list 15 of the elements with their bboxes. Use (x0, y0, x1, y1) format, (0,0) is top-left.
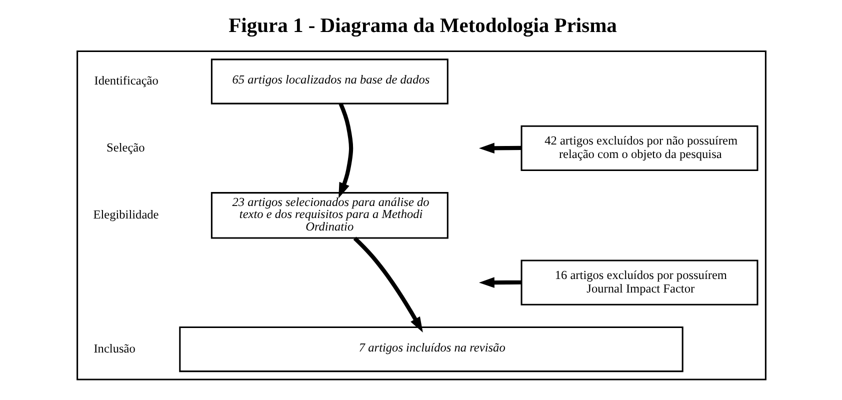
diagram-title: Figura 1 - Diagrama da Metodologia Prisma (228, 14, 616, 37)
arrow (478, 277, 521, 288)
arrow (338, 102, 353, 198)
label: Elegibilidade (92, 208, 158, 222)
label: Identificação (94, 74, 158, 88)
node-box: 42 artigos excluídos por não possuírem relação com o objeto da pesquisa (520, 125, 758, 172)
node-box: 7 artigos incluídos na revisão (178, 326, 683, 372)
arrow (478, 142, 521, 154)
cluster (76, 50, 766, 380)
node-box: 16 artigos excluídos por possuírem Journal Impact Factor (520, 260, 758, 306)
label: Seleção (106, 140, 144, 154)
label: Inclusão (93, 341, 135, 356)
arrow (352, 236, 422, 332)
node-box: 65 artigos localizados na base de dados (210, 58, 448, 104)
node-box: 23 artigos selecionados para análise do texto e dos requisitos para a Methodi Ordinatio (210, 192, 448, 239)
